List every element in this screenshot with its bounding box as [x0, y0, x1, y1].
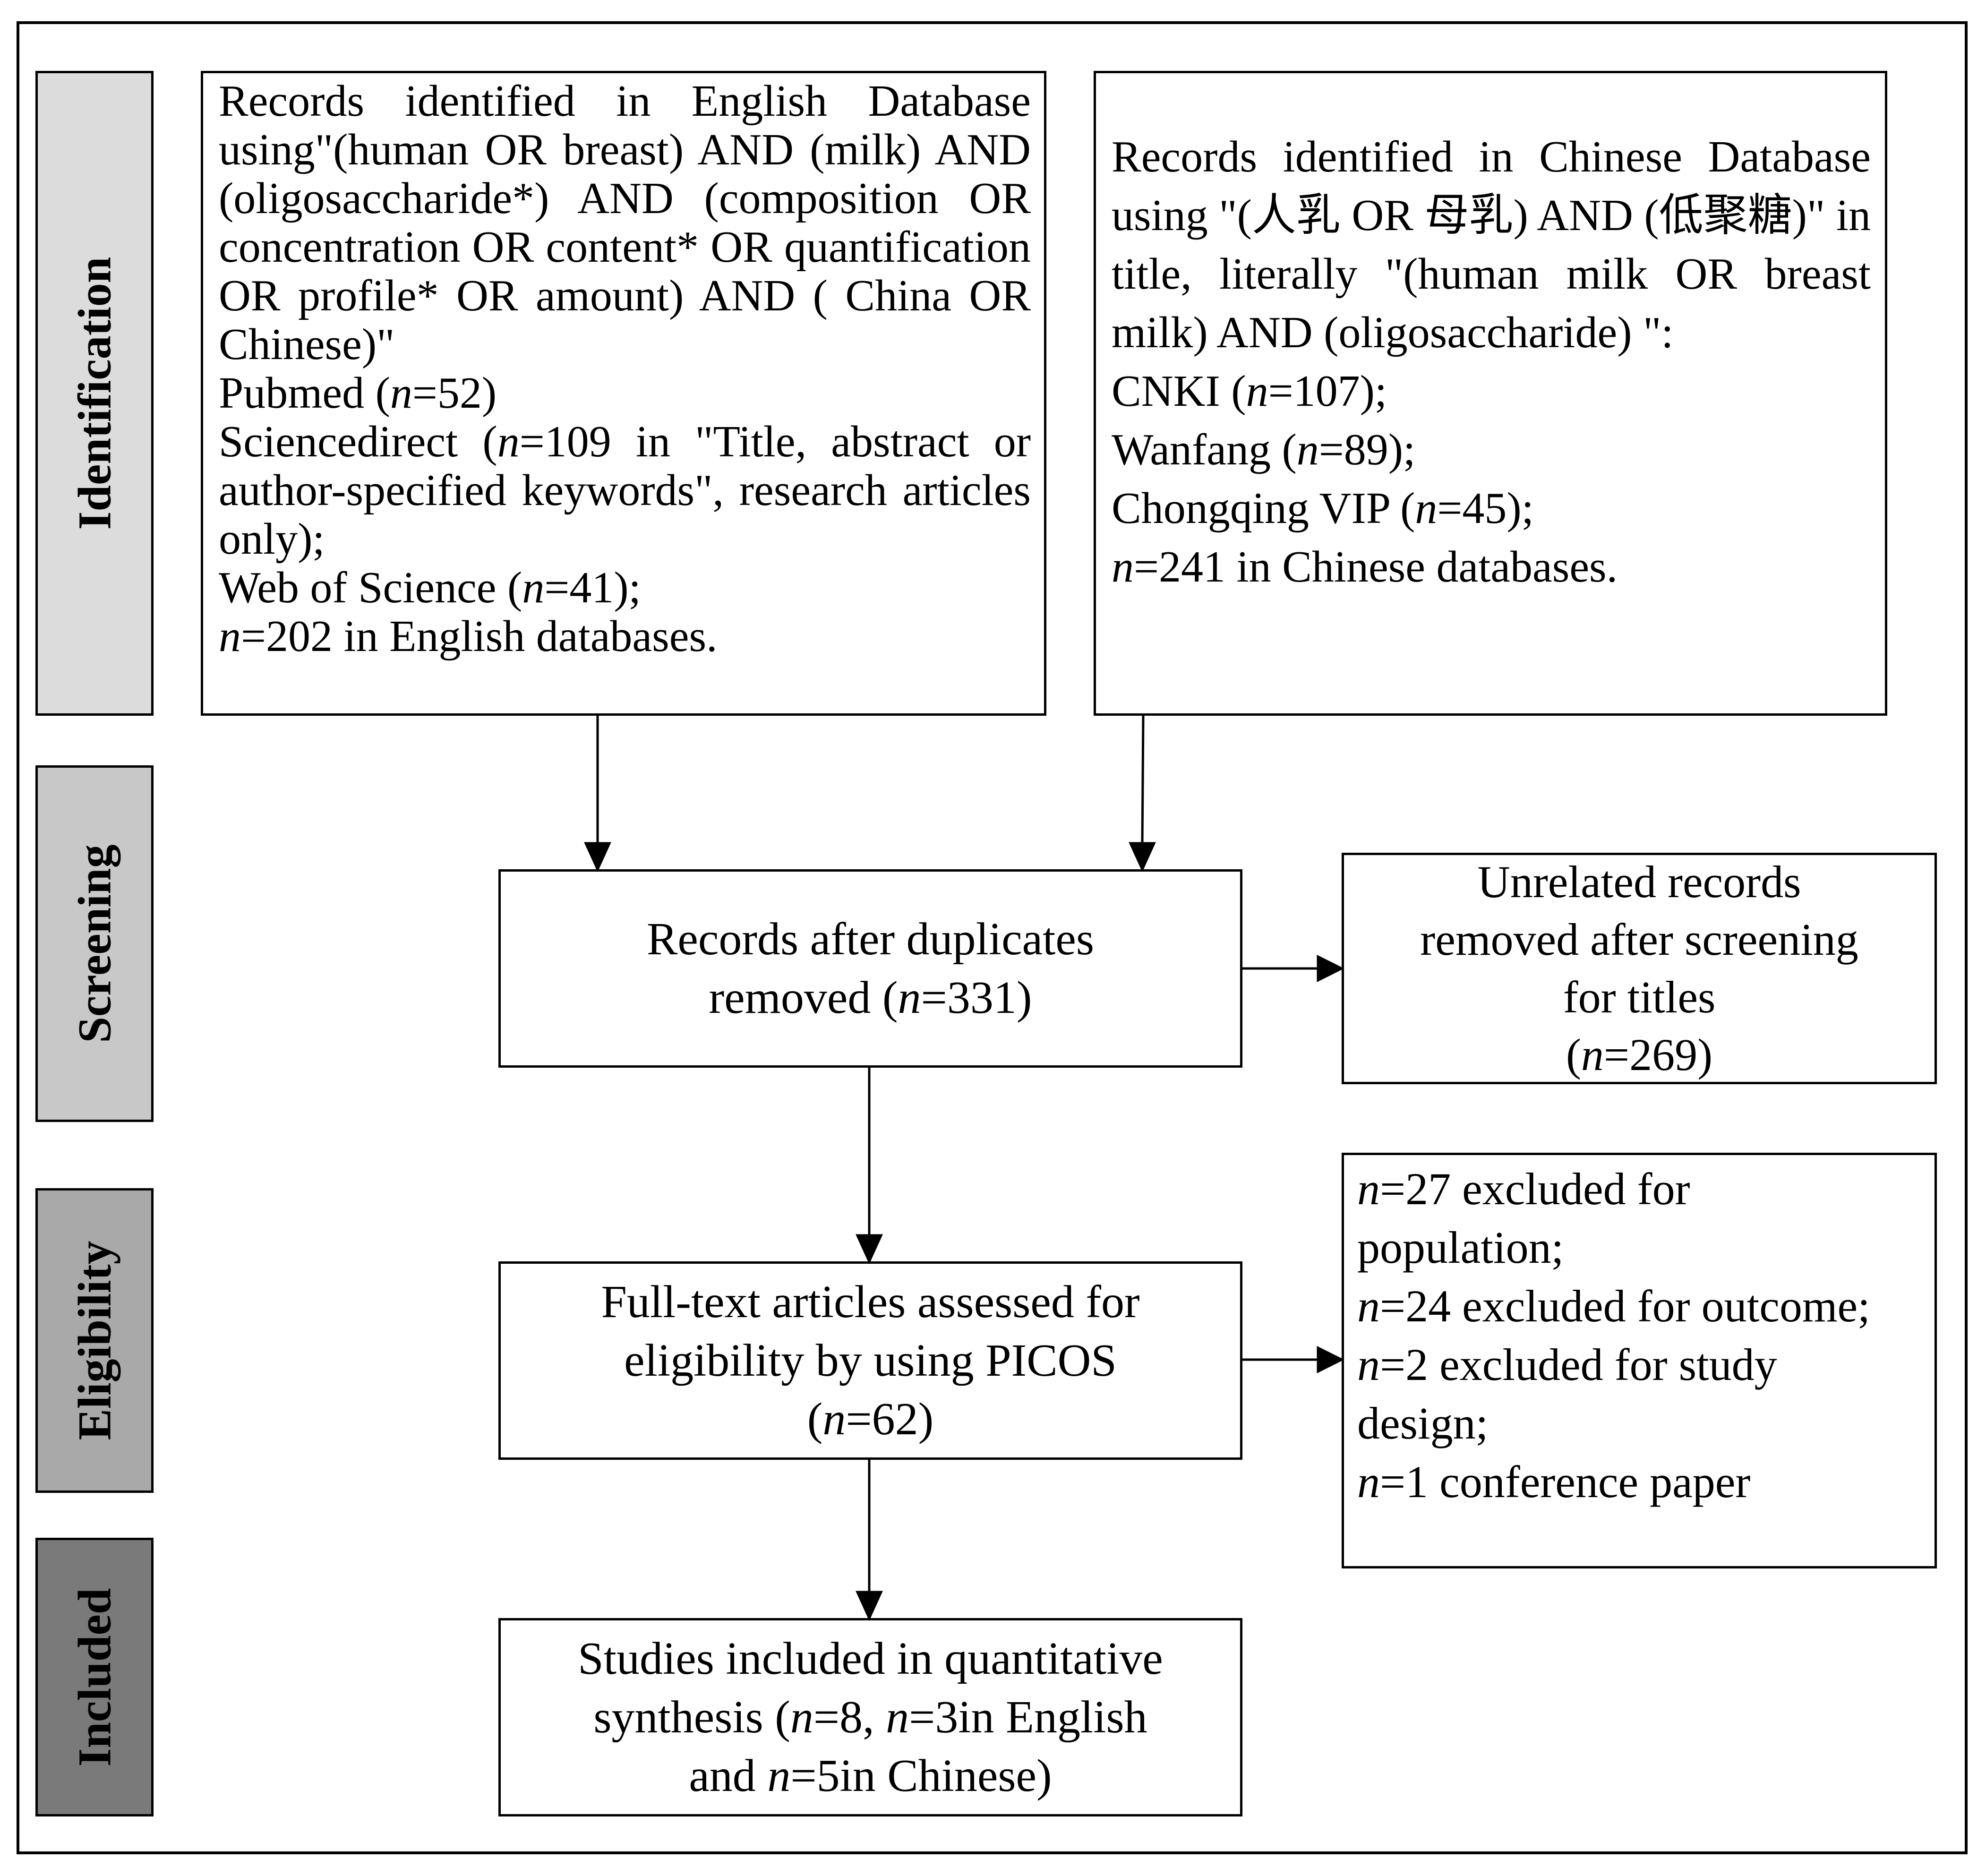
excluded-study-design: n=2 excluded for study design;: [1357, 1339, 1777, 1448]
stage-screening: Screening: [35, 765, 154, 1122]
arrow-chinese-to-duplicates: [1141, 715, 1145, 844]
arrowhead-english-to-duplicates: [584, 842, 611, 873]
unrelated-line-1: Unrelated records: [1477, 857, 1801, 907]
included-line-2: synthesis (n=8, n=3in English: [593, 1692, 1147, 1743]
arrowhead-chinese-to-duplicates: [1129, 842, 1156, 873]
chongqing-vip-count: Chongqing VIP (n=45);: [1112, 484, 1534, 533]
chinese-database-box: Records identified in Chinese Database u…: [1094, 71, 1887, 716]
unrelated-line-3: for titles: [1563, 972, 1716, 1022]
sciencedirect-count: Sciencedirect (n=109 in "Title, abstract…: [219, 417, 1031, 564]
unrelated-line-2: removed after screening: [1420, 914, 1858, 965]
english-database-box: Records identified in English Database u…: [201, 71, 1046, 716]
arrowhead-full-text-to-exclusions: [1317, 1345, 1344, 1374]
full-text-line-3: (n=62): [807, 1394, 934, 1445]
english-total-count: n=202 in English databases.: [219, 612, 718, 661]
unrelated-line-4: (n=269): [1566, 1029, 1713, 1080]
studies-included-box: Studies included in quantitative synthes…: [498, 1618, 1242, 1816]
arrowhead-full-text-to-included: [856, 1591, 883, 1621]
chinese-total-count: n=241 in Chinese databases.: [1112, 542, 1618, 591]
full-text-line-1: Full-text articles assessed for: [601, 1276, 1140, 1328]
full-text-assessed-box: Full-text articles assessed for eligibil…: [498, 1261, 1242, 1460]
stage-included: Included: [35, 1538, 154, 1816]
stage-identification: Identification: [35, 71, 154, 716]
english-search-query: Records identified in English Database u…: [219, 77, 1031, 369]
cnki-count: CNKI (n=107);: [1112, 367, 1387, 416]
excluded-outcome: n=24 excluded for outcome;: [1357, 1281, 1870, 1331]
stage-eligibility: Eligibility: [35, 1188, 154, 1493]
web-of-science-count: Web of Science (n=41);: [219, 563, 641, 612]
chinese-search-query: Records identified in Chinese Database u…: [1112, 132, 1871, 357]
arrowhead-duplicates-to-unrelated: [1317, 954, 1344, 983]
excluded-population: n=27 excluded for population;: [1357, 1164, 1690, 1273]
included-line-3: and n=5in Chinese): [689, 1750, 1052, 1801]
excluded-conference-paper: n=1 conference paper: [1357, 1456, 1751, 1507]
unrelated-records-box: Unrelated records removed after screenin…: [1342, 853, 1937, 1084]
duplicates-line-1: Records after duplicates: [647, 914, 1094, 965]
pubmed-count: Pubmed (n=52): [219, 368, 497, 418]
full-text-line-2: eligibility by using PICOS: [624, 1335, 1117, 1386]
duplicates-line-2: removed (n=331): [709, 972, 1032, 1023]
included-line-1: Studies included in quantitative: [578, 1633, 1163, 1684]
wanfang-count: Wanfang (n=89);: [1112, 425, 1416, 474]
arrowhead-duplicates-to-full-text: [856, 1234, 883, 1265]
exclusion-reasons-box: n=27 excluded for population; n=24 exclu…: [1342, 1153, 1937, 1568]
diagram-frame: [17, 21, 1968, 1854]
duplicates-removed-box: Records after duplicates removed (n=331): [498, 869, 1242, 1068]
